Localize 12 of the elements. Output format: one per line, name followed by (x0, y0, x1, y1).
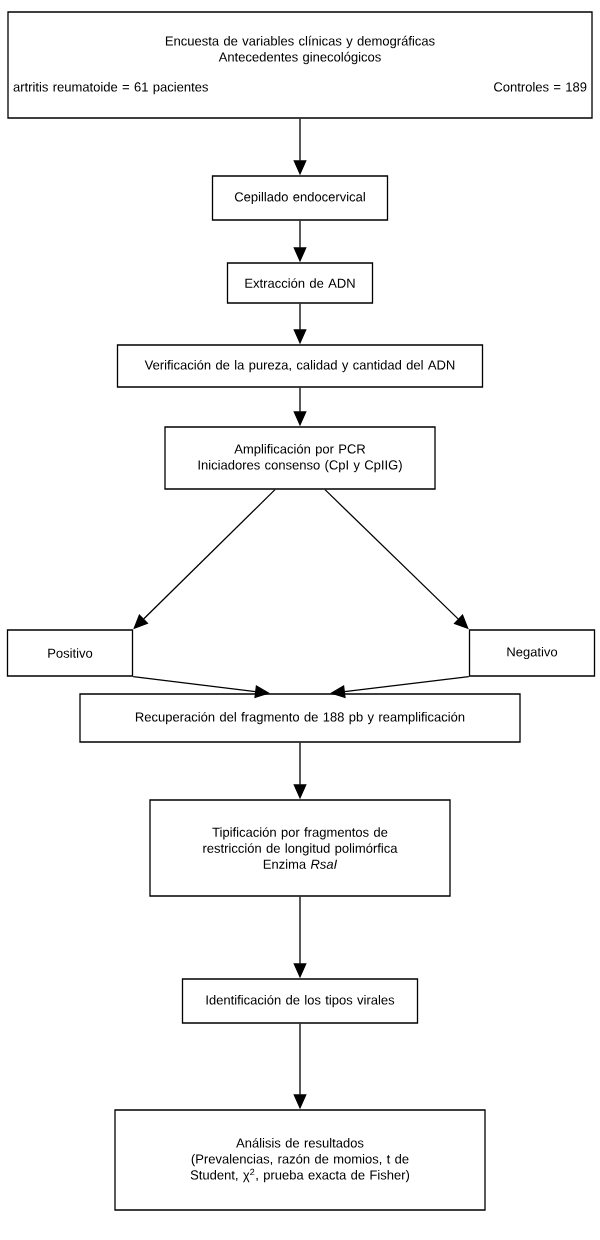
process-box: Recuperación del fragmento de 188 pb y reamplificación (79, 693, 521, 743)
arrow (330, 676, 470, 699)
process-box: Extracción de ADN (226, 262, 374, 304)
process-box: Verificación de la pureza, calidad y cantidad del ADN (116, 344, 484, 388)
process-box: Análisis de resultados (Prevalencias, razón de momios, t de Student, χ$^{2}$, prueba exacta de Fisher) (114, 1109, 486, 1211)
process-box: Positivo (6, 629, 134, 677)
process-box: Amplificación por PCR Iniciadores consenso (CpI y CpIIG) (164, 426, 436, 490)
process-box: Cepillado endocervical (211, 175, 389, 221)
process-box: Identificación de los tipos virales (181, 978, 419, 1024)
process-box: Encuesta de variables clínicas y demográficas Antecedentes ginecológicos artritis reumatoide = 61 pacientes Controles = 189 (7, 11, 593, 119)
process-box: Tipificación por fragmentos de restricción de longitud polimórfica Enzima RsaI (149, 799, 451, 897)
process-box: Negativo (468, 629, 596, 677)
